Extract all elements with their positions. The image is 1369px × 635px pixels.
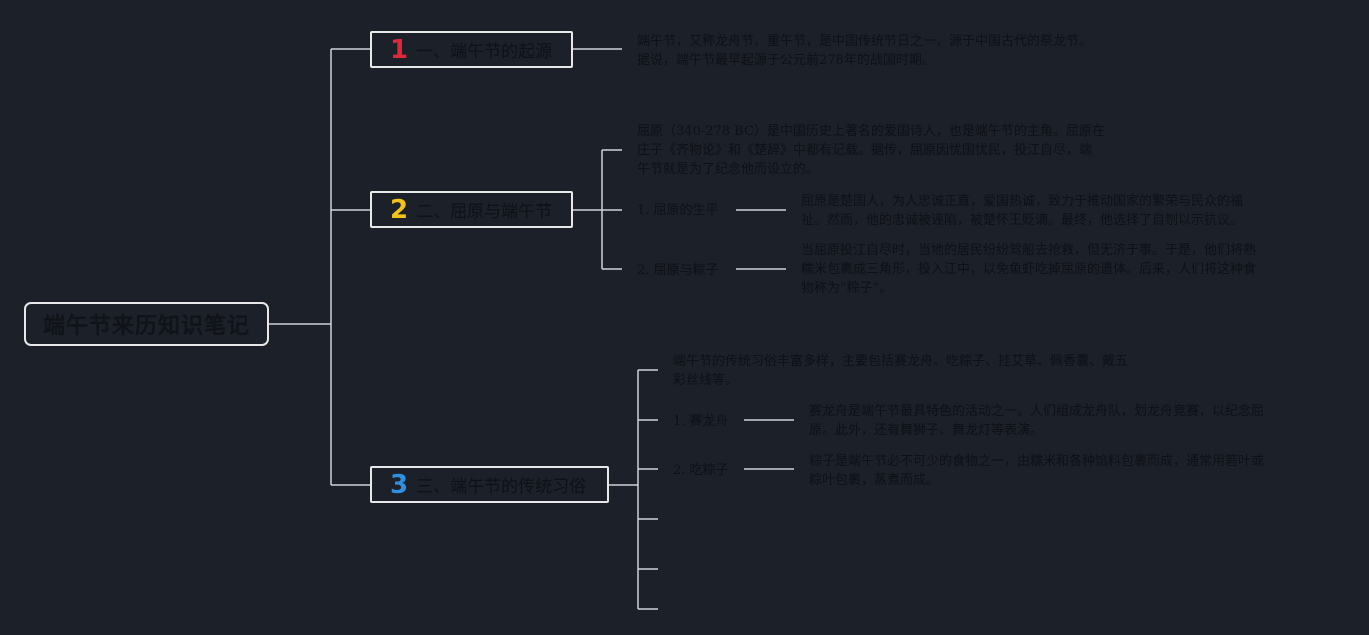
subtopic-quyuan-zongzi[interactable]: 2. 屈原与粽子 bbox=[637, 263, 719, 278]
eat-zongzi-line-2: 粽叶包裹，蒸煮而成。 bbox=[809, 473, 940, 488]
subtopic-dragon-boat[interactable]: 1. 赛龙舟 bbox=[673, 414, 729, 429]
eat-zongzi-description[interactable]: 粽子是端午节必不可少的食物之一，由糯米和各种馅料包裹而成，通常用箬叶或 粽叶包裹… bbox=[809, 452, 1309, 490]
quyuan-zongzi-line-1: 当屈原投江自尽时，当地的居民纷纷驾船去抢救，但无济于事。于是，他们将熟 bbox=[801, 243, 1257, 258]
subtopic-quyuan-life[interactable]: 1. 屈原的生平 bbox=[637, 203, 719, 218]
topic-customs[interactable]: 3 三、端午节的传统习俗 bbox=[370, 466, 609, 503]
dragon-boat-line-2: 原。此外，还有舞狮子、舞龙灯等表演。 bbox=[809, 423, 1044, 438]
origin-line-2: 据说，端午节最早起源于公元前278年的战国时期。 bbox=[637, 53, 935, 68]
origin-description[interactable]: 端午节，又称龙舟节、重午节，是中国传统节日之一，源于中国古代的祭龙节。 据说，端… bbox=[637, 32, 1157, 70]
topic-quyuan-label: 二、屈原与端午节 bbox=[416, 202, 553, 222]
quyuan-zongzi-line-3: 物称为“粽子”。 bbox=[801, 281, 893, 296]
customs-intro-line-1: 端午节的传统习俗丰富多样，主要包括赛龙舟、吃粽子、挂艾草、佩香囊、戴五 bbox=[673, 354, 1129, 369]
root-title: 端午节来历知识笔记 bbox=[42, 314, 250, 339]
quyuan-intro-line-2: 庄子《齐物论》和《楚辞》中都有记载。据传，屈原因忧国忧民，投江自尽，端 bbox=[637, 143, 1093, 158]
quyuan-intro-line-1: 屈原（340-278 BC）是中国历史上著名的爱国诗人，也是端午节的主角。屈原在 bbox=[637, 124, 1105, 139]
number-two-icon: 2 bbox=[390, 194, 409, 225]
customs-intro-line-2: 彩丝线等。 bbox=[673, 373, 739, 388]
number-one-icon: 1 bbox=[390, 34, 409, 65]
customs-intro[interactable]: 端午节的传统习俗丰富多样，主要包括赛龙舟、吃粽子、挂艾草、佩香囊、戴五 彩丝线等… bbox=[673, 352, 1173, 390]
topic-origin-label: 一、端午节的起源 bbox=[416, 42, 553, 62]
quyuan-intro[interactable]: 屈原（340-278 BC）是中国历史上著名的爱国诗人，也是端午节的主角。屈原在… bbox=[637, 122, 1137, 179]
topic-customs-label: 三、端午节的传统习俗 bbox=[416, 477, 587, 497]
quyuan-life-line-1: 屈原是楚国人，为人忠诚正直，爱国热诚，致力于推动国家的繁荣与民众的福 bbox=[801, 194, 1244, 209]
quyuan-life-line-2: 祉。然而，他的忠诚被诬陷，被楚怀王贬谪。最终，他选择了自刎以示抗议。 bbox=[801, 213, 1244, 228]
dragon-boat-line-1: 赛龙舟是端午节最具特色的活动之一。人们组成龙舟队，划龙舟竞赛，以纪念屈 bbox=[809, 404, 1265, 419]
root-node[interactable]: 端午节来历知识笔记 bbox=[24, 302, 269, 346]
dragon-boat-description[interactable]: 赛龙舟是端午节最具特色的活动之一。人们组成龙舟队，划龙舟竞赛，以纪念屈 原。此外… bbox=[809, 402, 1309, 440]
quyuan-zongzi-description[interactable]: 当屈原投江自尽时，当地的居民纷纷驾船去抢救，但无济于事。于是，他们将熟 糯米包裹… bbox=[801, 241, 1301, 298]
quyuan-intro-line-3: 午节就是为了纪念他而设立的。 bbox=[637, 162, 820, 177]
subtopic-eat-zongzi[interactable]: 2. 吃粽子 bbox=[673, 463, 729, 478]
eat-zongzi-line-1: 粽子是端午节必不可少的食物之一，由糯米和各种馅料包裹而成，通常用箬叶或 bbox=[809, 454, 1265, 469]
topic-quyuan[interactable]: 2 二、屈原与端午节 bbox=[370, 191, 573, 228]
origin-line-1: 端午节，又称龙舟节、重午节，是中国传统节日之一，源于中国古代的祭龙节。 bbox=[637, 34, 1093, 49]
number-three-icon: 3 bbox=[390, 469, 409, 500]
quyuan-zongzi-line-2: 糯米包裹成三角形，投入江中，以免鱼虾吃掉屈原的遗体。后来，人们将这种食 bbox=[801, 262, 1257, 277]
quyuan-life-description[interactable]: 屈原是楚国人，为人忠诚正直，爱国热诚，致力于推动国家的繁荣与民众的福 祉。然而，… bbox=[801, 192, 1291, 230]
topic-origin[interactable]: 1 一、端午节的起源 bbox=[370, 31, 573, 68]
